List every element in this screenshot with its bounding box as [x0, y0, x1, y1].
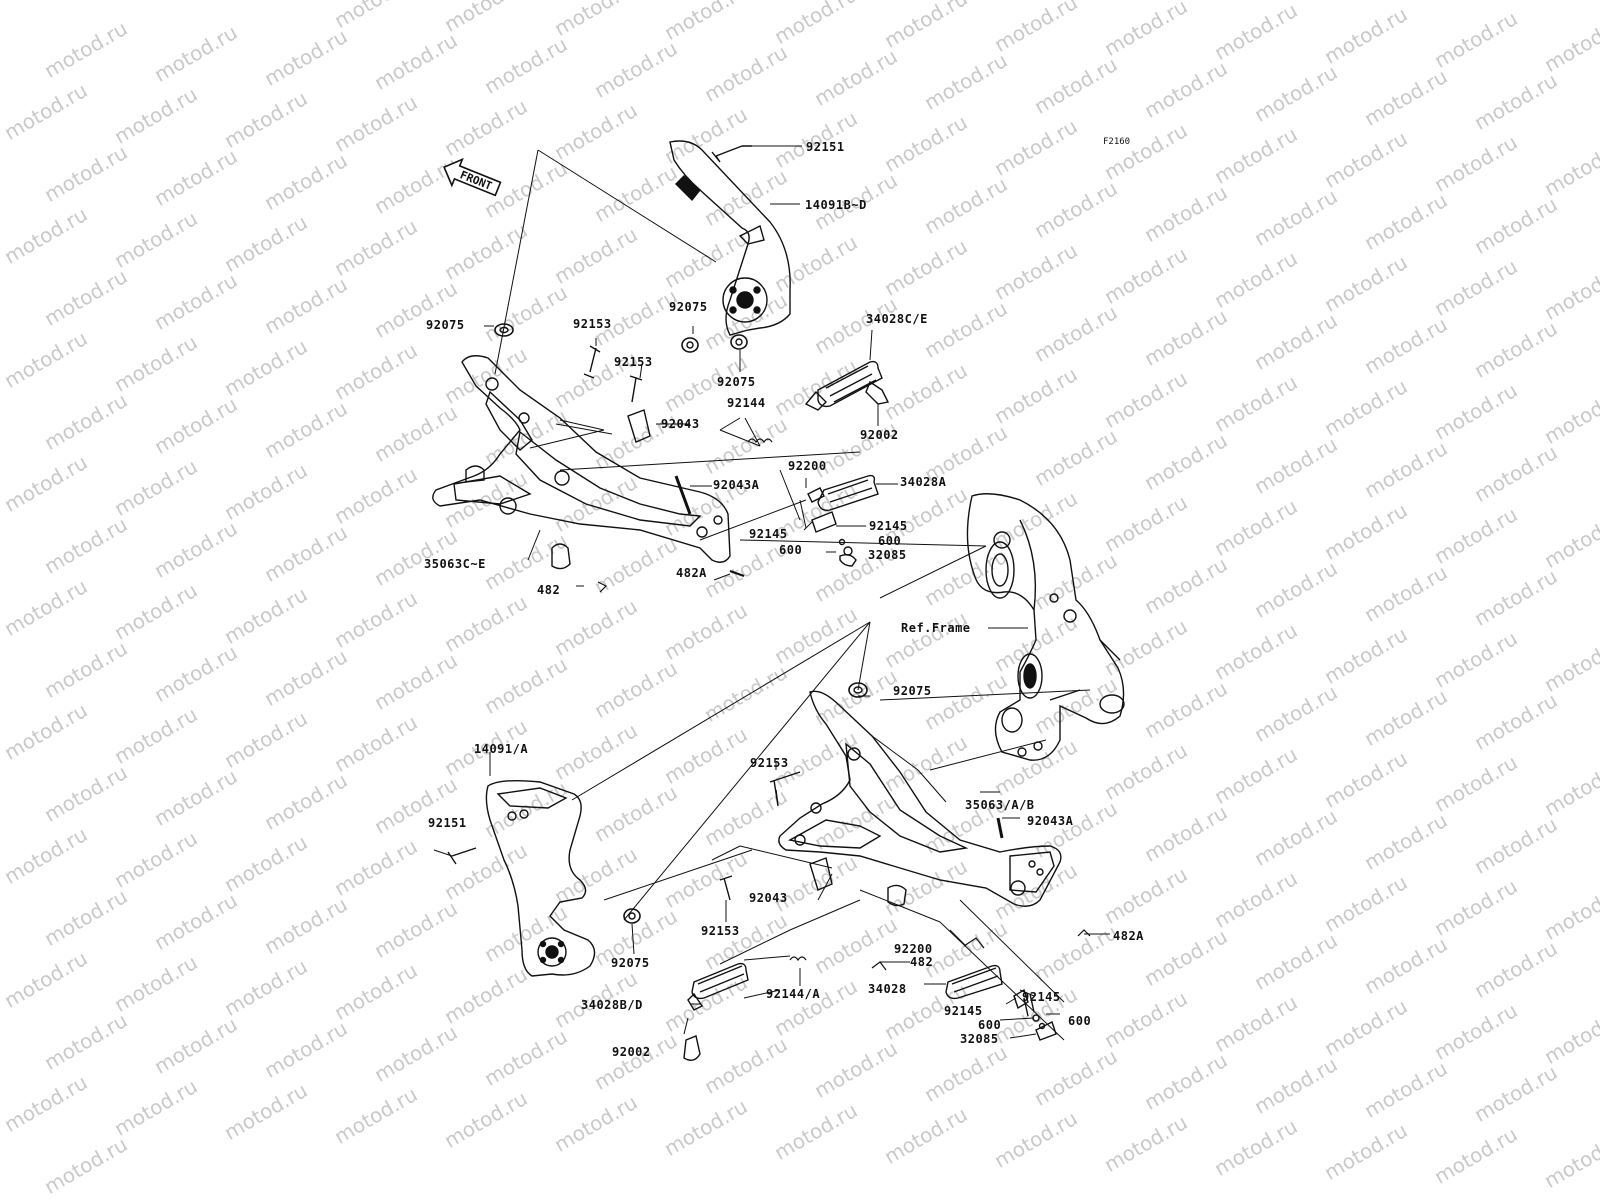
part-number-label: 92144: [727, 396, 766, 410]
part-number-label: 34028B/D: [581, 998, 643, 1012]
part-number-label: 600: [779, 543, 803, 557]
part-number-label: 92153: [614, 355, 653, 369]
heel-guard-lower: [485, 779, 596, 977]
part-number-label: 92043A: [713, 478, 760, 492]
front-direction-arrow-icon: FRONT: [443, 158, 502, 197]
part-number-label: 92153: [573, 317, 612, 331]
heel-guard-upper: [669, 140, 791, 336]
ref-frame-label: Ref.Frame: [901, 621, 971, 635]
part-number-label: 92043A: [1027, 814, 1074, 828]
part-number-label: 92145: [1022, 990, 1061, 1004]
part-number-label: 482: [910, 955, 934, 969]
part-number-label: 92043: [661, 417, 700, 431]
reference-frame: [739, 493, 1125, 793]
lower-assembly: [433, 621, 1110, 1061]
part-number-label: 92002: [860, 428, 899, 442]
part-number-label: 92153: [701, 924, 740, 938]
part-number-label: 600: [878, 534, 902, 548]
part-number-label: 92075: [611, 956, 650, 970]
part-number-label: 92151: [428, 816, 467, 830]
part-number-label: 92145: [749, 527, 788, 541]
part-number-label: 32085: [868, 548, 907, 562]
footpeg-bracket-lower: [778, 690, 1062, 907]
upper-assembly: [432, 140, 898, 593]
part-number-label: 482A: [676, 566, 707, 580]
part-number-label: 35063C~E: [424, 557, 486, 571]
part-number-label: 34028A: [900, 475, 947, 489]
part-number-label: 92145: [869, 519, 908, 533]
figure-code: F2160: [1103, 137, 1131, 147]
part-number-label: 92145: [944, 1004, 983, 1018]
part-number-label: 92144/A: [766, 987, 821, 1001]
part-number-label: 92075: [893, 684, 932, 698]
part-number-label: 14091/A: [474, 742, 529, 756]
part-number-label: 92153: [750, 756, 789, 770]
part-number-label: 14091B~D: [805, 198, 867, 212]
part-number-label: 92200: [894, 942, 933, 956]
part-number-label: 92075: [717, 375, 756, 389]
part-number-label: 32085: [960, 1032, 999, 1046]
part-number-label: 34028C/E: [866, 312, 928, 326]
part-number-label: 35063/A/B: [965, 798, 1035, 812]
part-number-label: 482A: [1113, 929, 1144, 943]
part-number-label: 600: [978, 1018, 1002, 1032]
part-number-label: 92002: [612, 1045, 651, 1059]
part-number-label: 92043: [749, 891, 788, 905]
part-number-label: 92075: [426, 318, 465, 332]
part-number-label: 600: [1068, 1014, 1092, 1028]
part-number-label: 92151: [806, 140, 845, 154]
part-number-label: 92075: [669, 300, 708, 314]
part-number-label: 482: [537, 583, 561, 597]
footpeg-bracket-upper: [432, 355, 731, 563]
part-number-label: 92200: [788, 459, 827, 473]
part-number-label: 34028: [868, 982, 907, 996]
